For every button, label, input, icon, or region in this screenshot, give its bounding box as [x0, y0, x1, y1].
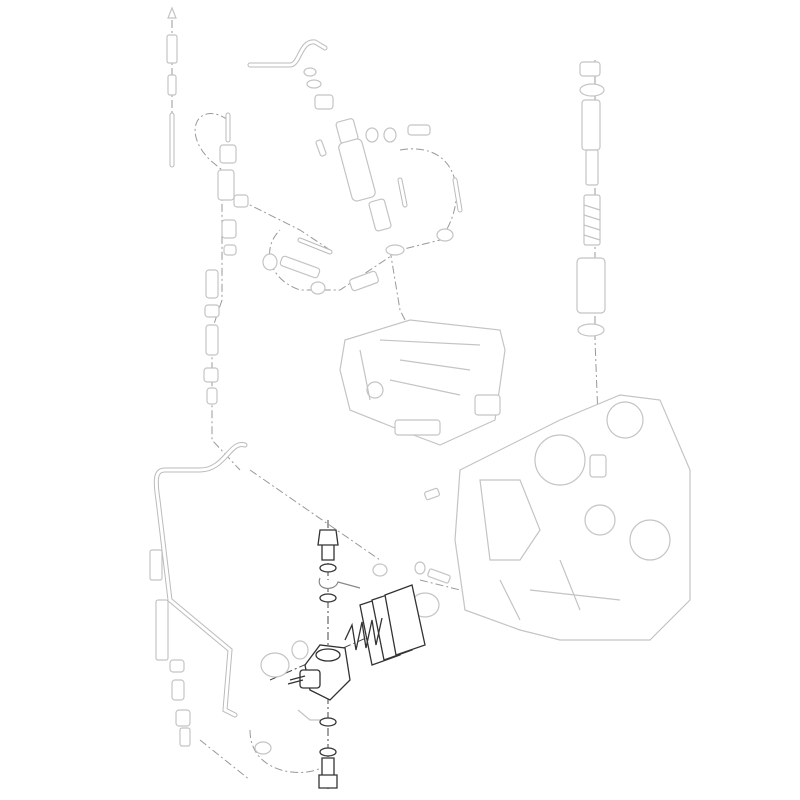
flow-arrow	[167, 6, 177, 19]
banjo-fitting	[318, 577, 361, 589]
banjo-bolt	[318, 757, 338, 789]
sealing-washer	[319, 593, 337, 603]
banjo-bolt	[317, 529, 339, 561]
sealing-washer	[319, 747, 337, 757]
cylinder-head	[339, 319, 506, 446]
injection-pump-element-column	[576, 61, 606, 337]
gasket	[384, 584, 426, 656]
return-fuel-line	[166, 34, 249, 405]
fuel-injector	[247, 39, 463, 295]
pump-spring	[344, 617, 383, 651]
sealing-washer	[319, 717, 337, 727]
injection-pump-assembly	[287, 529, 426, 789]
high-pressure-pipe	[149, 442, 451, 755]
crankcase	[424, 394, 691, 641]
sealing-washer	[319, 563, 337, 573]
